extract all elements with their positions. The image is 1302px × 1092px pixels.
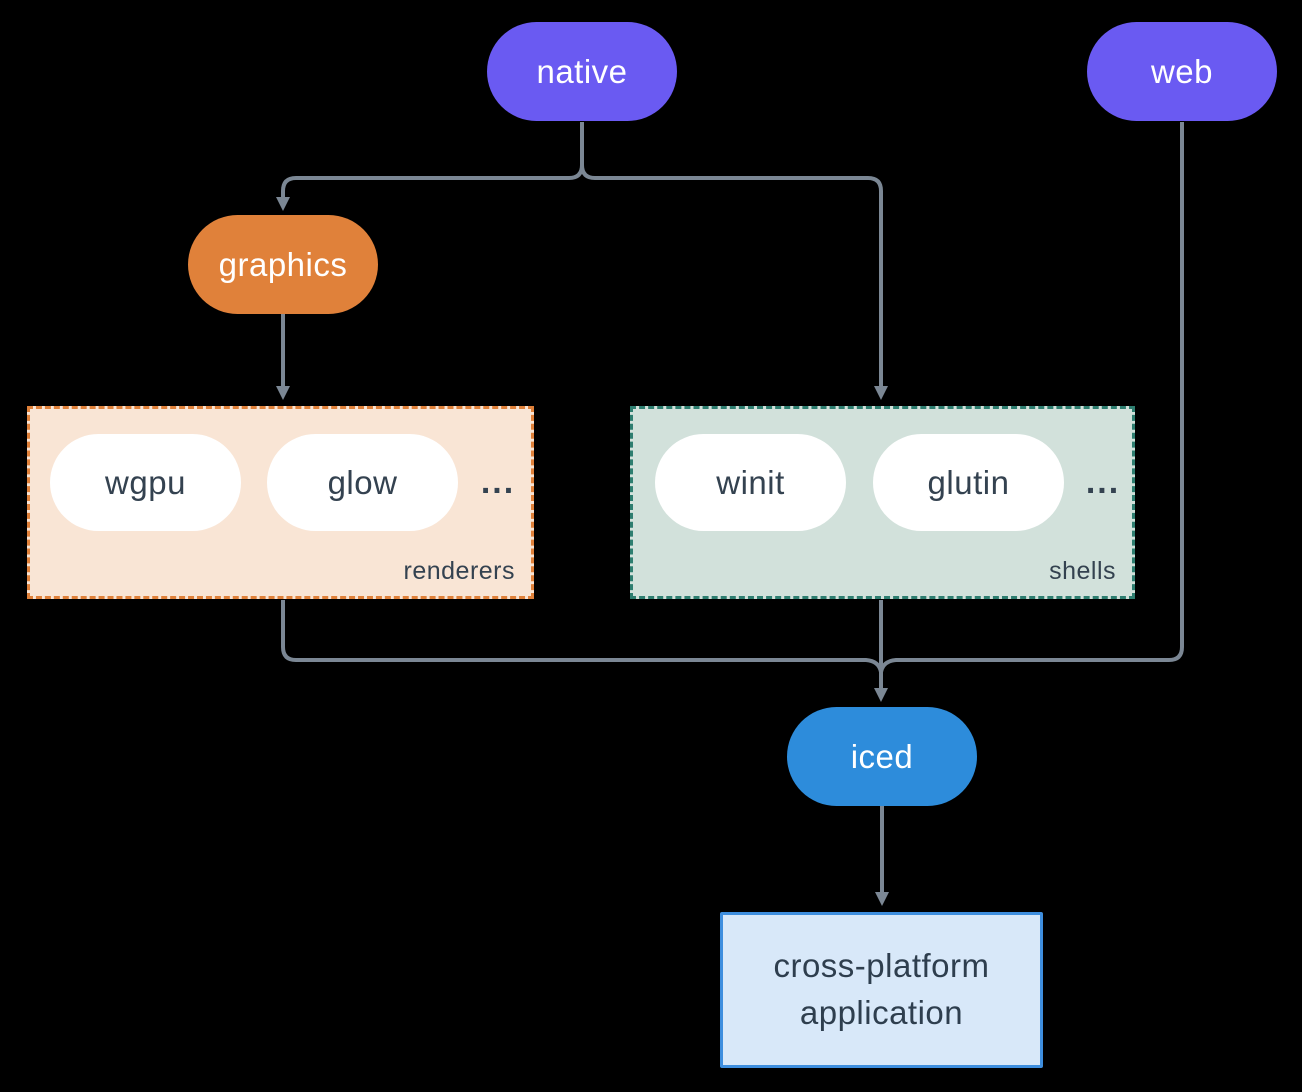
pill-glutin-label: glutin	[927, 463, 1010, 501]
node-graphics-label: graphics	[218, 245, 348, 283]
pill-wgpu: wgpu	[50, 434, 241, 531]
pill-glutin: glutin	[873, 434, 1064, 531]
node-graphics: graphics	[188, 215, 378, 314]
edge-renderers-merge	[281, 600, 883, 673]
pill-wgpu-label: wgpu	[105, 463, 186, 501]
application-label-line2: application	[799, 994, 964, 1031]
node-native-label: native	[536, 52, 628, 90]
edge-native-graphics	[276, 122, 584, 211]
node-web-label: web	[1150, 52, 1214, 90]
pill-glow-label: glow	[327, 463, 398, 501]
application-label-line1: cross-platform	[773, 947, 990, 985]
group-renderers: wgpu glow ... renderers	[27, 406, 534, 599]
edge-native-shells	[580, 122, 888, 400]
group-shells: winit glutin ... shells	[630, 406, 1135, 599]
node-application: cross-platform application	[720, 912, 1043, 1068]
pill-winit: winit	[655, 434, 846, 531]
node-native: native	[487, 22, 677, 121]
group-label-renderers: renderers	[403, 557, 515, 585]
renderers-ellipsis: ...	[480, 463, 516, 501]
edge-web-merge	[879, 122, 1184, 673]
node-iced-label: iced	[850, 737, 914, 775]
node-iced: iced	[787, 707, 977, 806]
pill-winit-label: winit	[716, 463, 785, 501]
group-label-shells: shells	[1049, 557, 1116, 585]
pill-glow: glow	[267, 434, 458, 531]
node-web: web	[1087, 22, 1277, 121]
shells-ellipsis: ...	[1085, 463, 1121, 501]
